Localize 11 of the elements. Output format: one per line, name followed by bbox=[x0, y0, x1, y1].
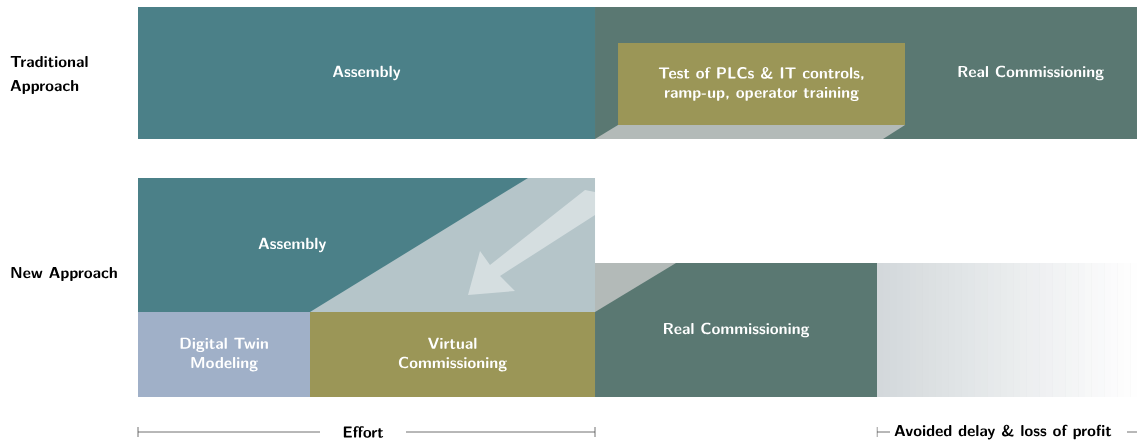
commissioning-block: Real Commissioning bbox=[595, 263, 877, 397]
dimension-line: Effort bbox=[137, 426, 596, 438]
virtual-commissioning-block: Virtual Commissioning bbox=[310, 312, 595, 397]
row-label: Traditional Approach bbox=[10, 55, 88, 95]
test-box: Test of PLCs & IT controls, ramp-up, operator training bbox=[618, 43, 905, 125]
row-label: New Approach bbox=[11, 266, 117, 282]
dimension-line: Avoided delay & loss of profit bbox=[876, 424, 1137, 440]
assembly-block: Assembly bbox=[138, 7, 595, 139]
gradient-box bbox=[877, 263, 1137, 397]
assembly-block: Assembly bbox=[138, 178, 595, 312]
modeling-block: Digital Twin Modeling bbox=[138, 312, 310, 397]
